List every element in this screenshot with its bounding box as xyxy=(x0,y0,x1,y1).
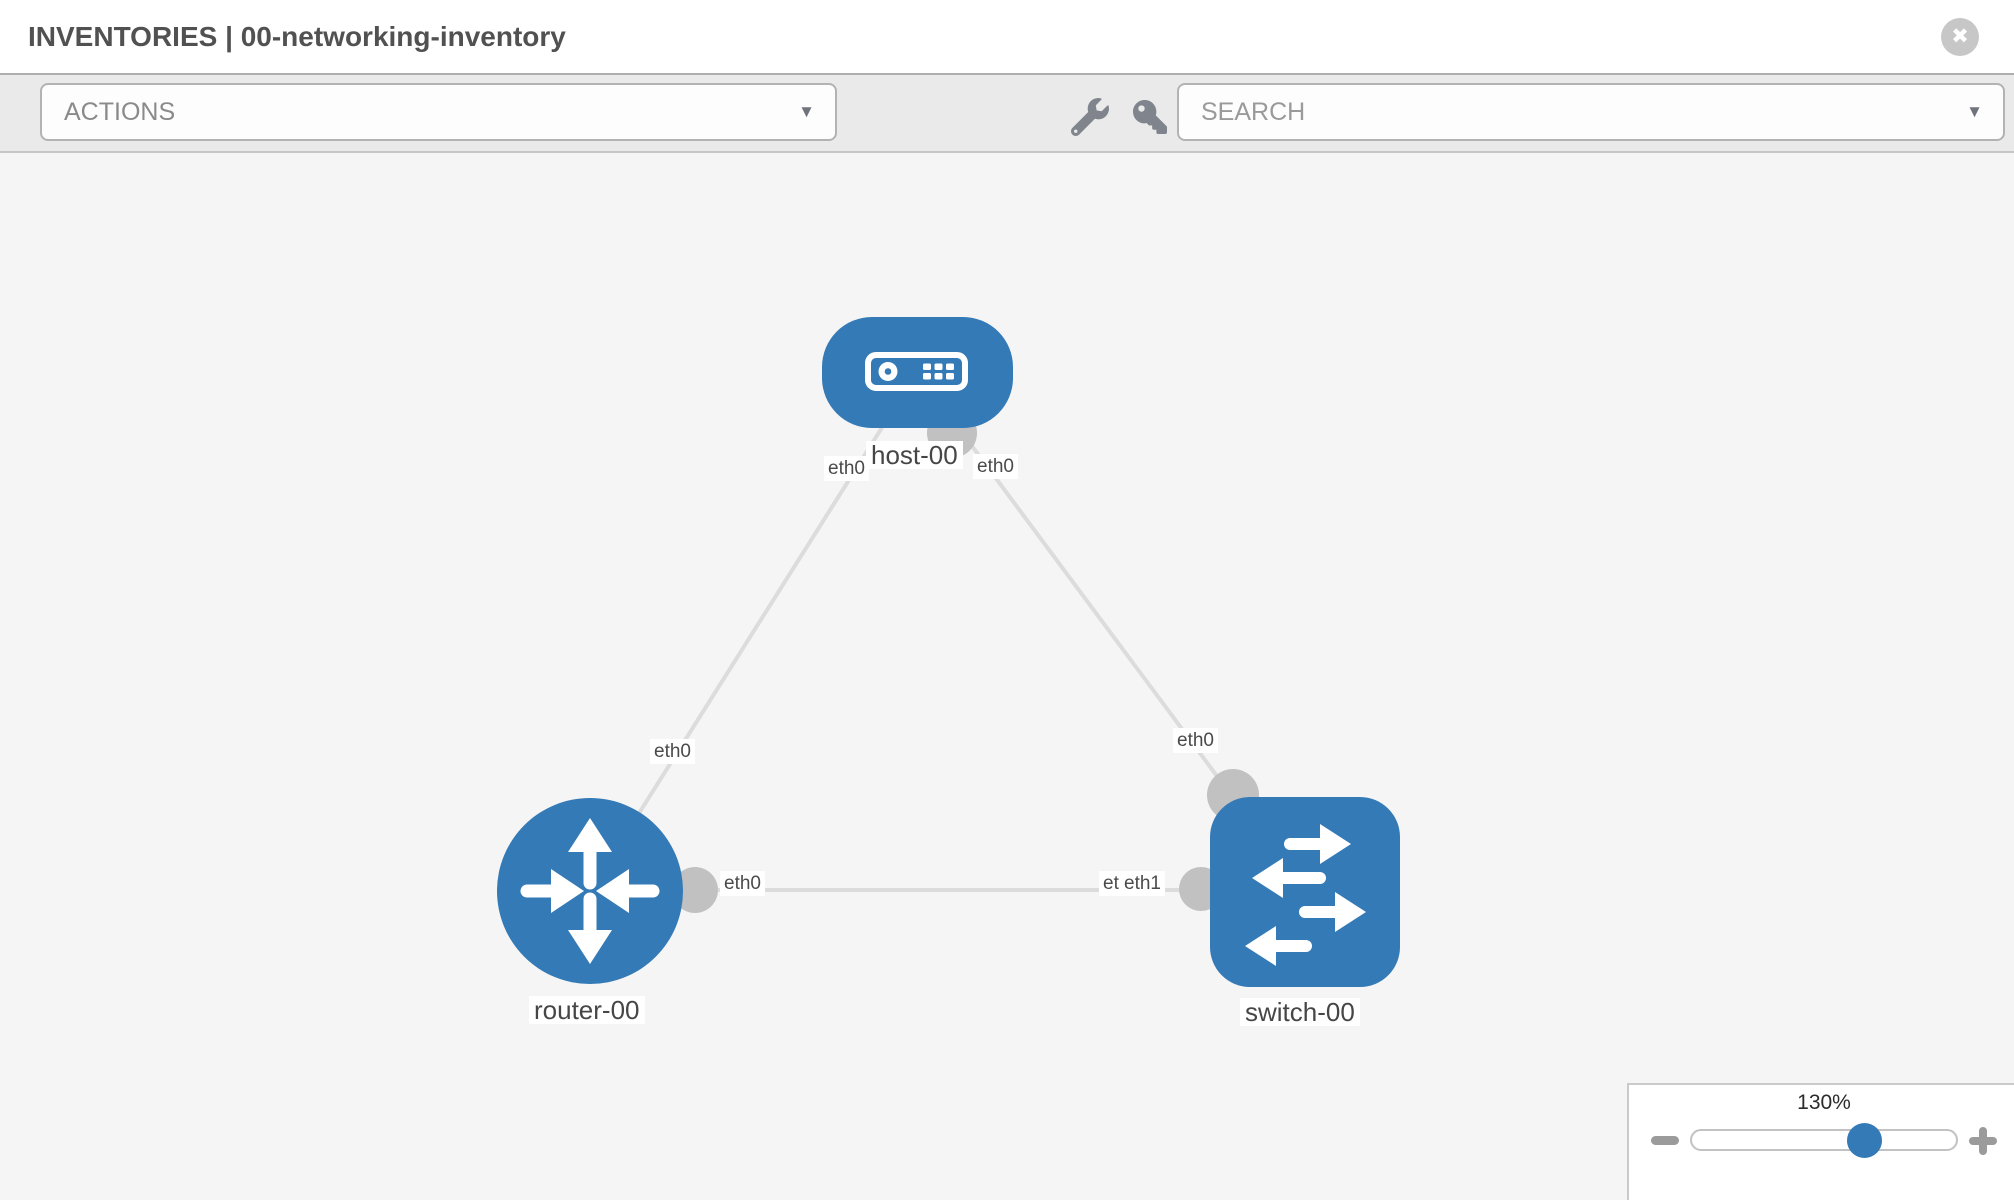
switch-icon xyxy=(1245,824,1366,966)
actions-dropdown-label: ACTIONS xyxy=(64,98,176,126)
chevron-down-icon: ▼ xyxy=(1966,102,1983,121)
zoom-slider-track[interactable] xyxy=(1690,1129,1958,1151)
iface-label-switch-eth0: eth0 xyxy=(1173,728,1218,753)
node-host-00[interactable] xyxy=(822,317,1013,428)
router-icon xyxy=(520,818,660,964)
page-title: INVENTORIES | 00-networking-inventory xyxy=(28,21,566,52)
host-icon xyxy=(865,352,968,391)
search-placeholder: SEARCH xyxy=(1201,98,1306,126)
iface-label-host-eth0-left: eth0 xyxy=(824,456,869,481)
zoom-panel: 130% xyxy=(1627,1083,2014,1200)
iface-label-router-eth0-horizontal: eth0 xyxy=(720,871,765,896)
credentials-button[interactable] xyxy=(1133,100,1167,134)
interface-endpoint[interactable] xyxy=(672,867,718,913)
iface-label-switch-eth1: eth1 xyxy=(1120,871,1165,896)
node-label-host: host-00 xyxy=(866,441,963,469)
chevron-down-icon: ▼ xyxy=(798,102,815,121)
close-button[interactable]: ✖ xyxy=(1941,18,1979,56)
node-label-switch: switch-00 xyxy=(1240,998,1360,1026)
zoom-out-button[interactable] xyxy=(1651,1136,1679,1145)
iface-label-router-eth0: eth0 xyxy=(650,739,695,764)
node-router-00[interactable] xyxy=(497,798,683,984)
header: INVENTORIES | 00-networking-inventory ✖ xyxy=(0,0,2014,73)
zoom-in-button[interactable] xyxy=(1969,1127,1997,1155)
zoom-slider-thumb[interactable] xyxy=(1847,1123,1882,1158)
iface-label-host-eth0-right: eth0 xyxy=(973,454,1018,479)
close-icon: ✖ xyxy=(1951,25,1969,48)
zoom-level: 130% xyxy=(1797,1091,1851,1114)
node-switch-00[interactable] xyxy=(1210,797,1400,987)
node-label-router: router-00 xyxy=(529,996,645,1024)
key-icon xyxy=(1133,100,1167,134)
search-dropdown[interactable]: SEARCH ▼ xyxy=(1177,83,2005,141)
wrench-icon xyxy=(1071,98,1109,136)
configure-button[interactable] xyxy=(1071,98,1109,136)
actions-dropdown[interactable]: ACTIONS ▼ xyxy=(40,83,837,141)
